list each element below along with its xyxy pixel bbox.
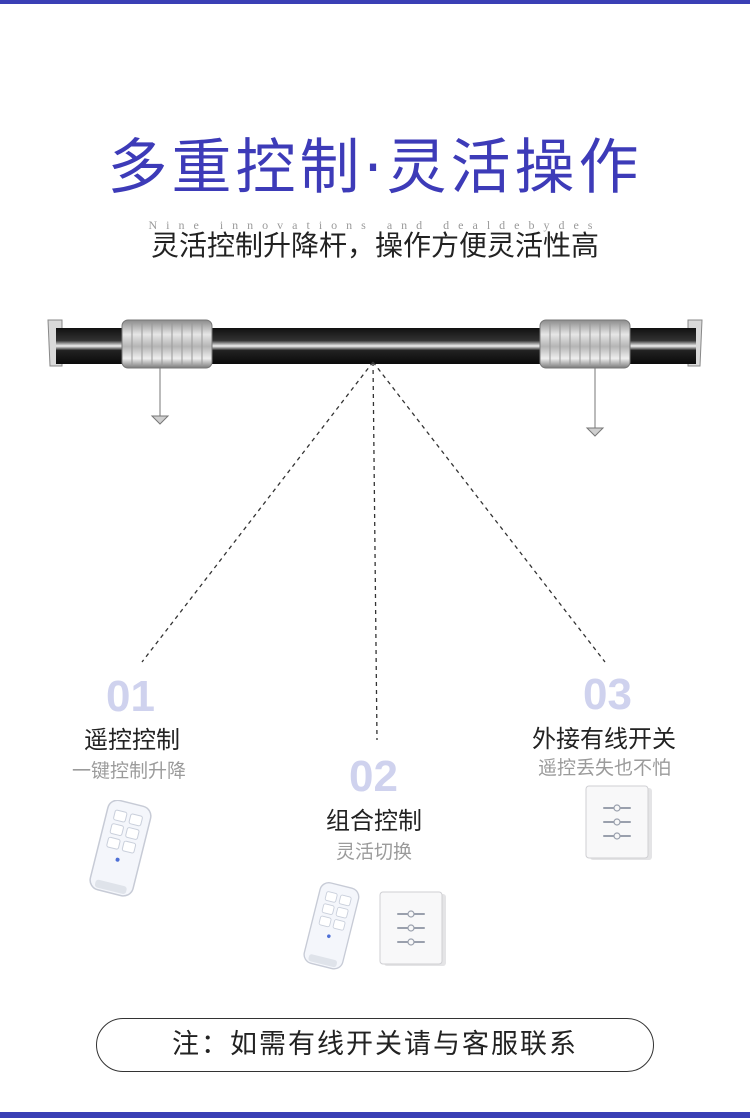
option-number-02: 02 bbox=[349, 752, 398, 801]
wall-switch-icon bbox=[585, 785, 652, 860]
remote-control-icon bbox=[303, 882, 360, 970]
wall-switch-icon bbox=[379, 891, 446, 966]
page-subtitle: 灵活控制升降杆，操作方便灵活性高 bbox=[150, 229, 599, 262]
option-desc-wired-switch: 遥控丢失也不怕 bbox=[538, 757, 672, 779]
option-label-remote: 遥控控制 bbox=[84, 726, 180, 754]
lifting-rod-image bbox=[47, 319, 703, 437]
footer-note: 注：如需有线开关请与客服联系 bbox=[96, 1018, 654, 1072]
option-desc-remote: 一键控制升降 bbox=[72, 760, 187, 782]
option-number-03: 03 bbox=[583, 670, 632, 719]
top-accent-bar bbox=[0, 0, 750, 4]
remote-control-icon bbox=[89, 800, 152, 897]
bottom-accent-bar bbox=[0, 1112, 750, 1118]
option-desc-combo: 灵活切换 bbox=[336, 841, 413, 863]
option-label-combo: 组合控制 bbox=[326, 807, 422, 835]
option-label-wired-switch: 外接有线开关 bbox=[532, 725, 676, 753]
ghost-text: Nine innovations and dealdebydes bbox=[148, 218, 602, 232]
page-title: 多重控制·灵活操作 bbox=[107, 133, 643, 203]
option-number-01: 01 bbox=[106, 672, 155, 721]
